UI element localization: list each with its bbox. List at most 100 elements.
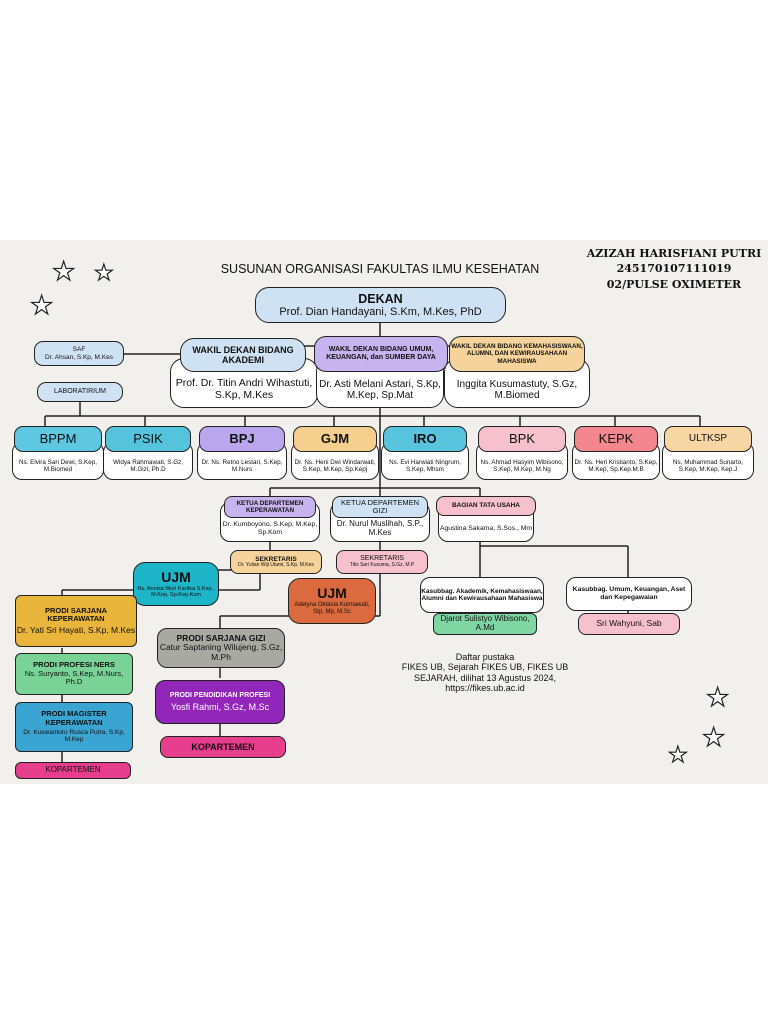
prodi-profesi-gizi-box: PRODI PENDIDIKAN PROFESI Yosfi Rahmi, S.… xyxy=(155,680,285,724)
prodi-profesi-ners-label: PRODI PROFESI NERS xyxy=(33,660,115,670)
author-id: 245170107111019 xyxy=(616,262,732,276)
wakil-3-label: WAKIL DEKAN BIDANG KEMAHASISWAAN, ALUMNI… xyxy=(451,343,583,365)
unit-name: Ns. Evi Harwiati Ningrum, S.Kep, Mhsm xyxy=(389,458,461,473)
ujm-1-box: UJM Ns. Annisa Wuri Kartika S.Kep., M.Ke… xyxy=(133,562,219,606)
dept-gizi-name: Dr. Nurul Muslihah, S.P., M.Kes xyxy=(336,519,424,537)
page-title: SUSUNAN ORGANISASI FAKULTAS ILMU KESEHAT… xyxy=(220,262,540,276)
unit-label-box: BPK xyxy=(478,426,566,452)
star-icon: ★ xyxy=(701,722,726,752)
saf-label: SAF xyxy=(72,346,86,354)
wakil-1-label: WAKIL DEKAN BIDANG AKADEMI xyxy=(192,344,294,365)
unit-name: Dr. Ns. Heri Kristianto, S.Kep, M.Kep, S… xyxy=(574,458,658,473)
unit-label-box: BPJ xyxy=(199,426,285,452)
kasubbag-1-name-box: Djarot Sulistyo Wibisono, A.Md xyxy=(433,613,537,635)
kasubbag-2-name: Sri Wahyuni, Sab xyxy=(596,618,662,629)
unit-label: BPK xyxy=(508,430,535,446)
references-line-1: FIKES UB, Sejarah FIKES UB, FIKES UB xyxy=(401,662,569,673)
references-heading: Daftar pustaka xyxy=(455,652,515,662)
kopartemen-2-label: KOPARTEMEN xyxy=(191,741,255,752)
unit-label: KEPK xyxy=(598,430,634,446)
prodi-magister-kep-label: PRODI MAGISTER KEPERAWATAN xyxy=(41,709,107,727)
sekretaris-1-name: Dr. Yulian Wiji Utami, S.Kp, M.Kes xyxy=(238,561,314,568)
saf-box: SAF Dr. Ahsan, S.Kp, M.Kes xyxy=(34,341,124,366)
prodi-sarjana-kep-box: PRODI SARJANA KEPERAWATAN Dr. Yati Sri H… xyxy=(15,595,137,647)
prodi-sarjana-gizi-label: PRODI SARJANA GIZI xyxy=(176,632,266,643)
dept-keperawatan-label: KETUA DEPARTEMEN KEPERAWATAN xyxy=(236,499,304,514)
references-block: Daftar pustaka FIKES UB, Sejarah FIKES U… xyxy=(380,652,590,693)
star-icon: ★ xyxy=(667,742,688,767)
unit-label: BPJ xyxy=(229,430,255,446)
kasubbag-1-name: Djarot Sulistyo Wibisono, A.Md xyxy=(440,614,530,632)
kasubbag-1-box: Kasubbag. Akademik, Kemahasiswaan, Alumn… xyxy=(420,577,544,613)
prodi-profesi-ners-box: PRODI PROFESI NERS Ns. Suryanto, S.Kep, … xyxy=(15,653,133,695)
kasubbag-2-box: Kasubbag. Umum, Keuangan, Aset dan Kepeg… xyxy=(566,577,692,611)
dept-keperawatan-label-box: KETUA DEPARTEMEN KEPERAWATAN xyxy=(224,496,316,518)
prodi-profesi-gizi-name: Yosfi Rahmi, S.Gz, M.Sc xyxy=(170,702,270,713)
unit-name: Ns. Muhammad Sunarto, S.Kep, M.Kep, Kep.… xyxy=(673,458,743,473)
saf-name: Dr. Ahsan, S.Kp, M.Kes xyxy=(45,353,113,361)
star-icon: ★ xyxy=(705,682,730,712)
unit-label: GJM xyxy=(320,430,350,446)
prodi-magister-kep-box: PRODI MAGISTER KEPERAWATAN Dr. Kuswantor… xyxy=(15,702,133,752)
wakil-2-label-box: WAKIL DEKAN BIDANG UMUM, KEUANGAN, dan S… xyxy=(314,336,448,372)
laboratorium-label: LABORATIRIUM xyxy=(54,388,106,396)
prodi-profesi-ners-name: Ns. Suryanto, S.Kep, M.Nurs, Ph.D xyxy=(24,668,124,687)
sekretaris-2-label: SEKRETARIS xyxy=(360,555,404,563)
unit-label-box: GJM xyxy=(293,426,377,452)
star-icon: ★ xyxy=(29,290,54,320)
unit-label-box: ULTKSP xyxy=(664,426,752,452)
sekretaris-1-box: SEKRETARIS Dr. Yulian Wiji Utami, S.Kp, … xyxy=(230,550,322,574)
unit-name: Dr. Ns. Retno Lestari, S.Kep, M.Nurs xyxy=(201,458,283,473)
laboratorium-box: LABORATIRIUM xyxy=(37,382,123,402)
unit-label-box: BPPM xyxy=(14,426,102,452)
dekan-label: DEKAN xyxy=(358,291,403,306)
references-line-2: SEJARAH, dilihat 13 Agustus 2024, xyxy=(413,672,557,683)
author-block: AZIZAH HARISFIANI PUTRI 245170107111019 … xyxy=(586,246,762,292)
tata-usaha-name: Agustina Sakama, S.Sos., Mm xyxy=(439,525,533,533)
ujm-1-label: UJM xyxy=(161,569,191,585)
ujm-2-box: UJM Adelyna Oktavia Kurniawati, Stp, Mp,… xyxy=(288,578,376,624)
star-icon: ★ xyxy=(93,260,114,285)
tata-usaha-label-box: BAGIAN TATA USAHA xyxy=(436,496,536,516)
wakil-2-label: WAKIL DEKAN BIDANG UMUM, KEUANGAN, dan S… xyxy=(326,346,436,361)
prodi-magister-kep-name: Dr. Kuswantoro Rusca Putra, S.Kp, M.Kep xyxy=(23,729,125,744)
dekan-name: Prof. Dian Handayani, S.Km, M.Kes, PhD xyxy=(279,305,482,318)
author-group: 02/PULSE OXIMETER xyxy=(606,277,742,291)
kopartemen-2-box: KOPARTEMEN xyxy=(160,736,286,758)
kopartemen-1-label: KOPARTEMEN xyxy=(45,765,101,775)
ujm-1-name: Ns. Annisa Wuri Kartika S.Kep., M.Kep, S… xyxy=(137,585,215,598)
kasubbag-2-label: Kasubbag. Umum, Keuangan, Aset dan Kepeg… xyxy=(572,586,686,601)
wakil-1-name: Prof. Dr. Titin Andri Wihastuti, S.Kp, M… xyxy=(175,377,313,401)
prodi-sarjana-gizi-name: Catur Saptaning Wilujeng, S.Gz, M.Ph xyxy=(159,642,283,662)
kasubbag-2-name-box: Sri Wahyuni, Sab xyxy=(578,613,680,635)
unit-label-box: PSIK xyxy=(105,426,191,452)
dept-gizi-label: KETUA DEPARTEMEN GIZI xyxy=(340,497,420,515)
dept-keperawatan-name: Dr. Kumboyono, S.Kep, M.Kep, Sp.Kom xyxy=(222,521,318,536)
wakil-3-label-box: WAKIL DEKAN BIDANG KEMAHASISWAAN, ALUMNI… xyxy=(449,336,585,372)
unit-name: Ns. Ahmad Hasyim Wibisono, S.Kep, M.Kep,… xyxy=(480,458,564,473)
sekretaris-1-label: SEKRETARIS xyxy=(255,555,297,563)
references-line-3: https://fikes.ub.ac.id xyxy=(445,683,525,694)
prodi-sarjana-kep-name: Dr. Yati Sri Hayati, S.Kp, M.Kes xyxy=(16,624,136,635)
sekretaris-2-name: Titis Sari Kusuma, S.Gz, M.P xyxy=(349,562,415,569)
tata-usaha-label: BAGIAN TATA USAHA xyxy=(451,502,520,510)
unit-label: ULTKSP xyxy=(688,433,728,445)
prodi-profesi-gizi-label: PRODI PENDIDIKAN PROFESI xyxy=(169,691,271,699)
prodi-sarjana-kep-label: PRODI SARJANA KEPERAWATAN xyxy=(44,605,108,624)
prodi-sarjana-gizi-box: PRODI SARJANA GIZI Catur Saptaning Wiluj… xyxy=(157,628,285,668)
wakil-3-name: Inggita Kusumastuty, S.Gz, M.Biomed xyxy=(456,378,578,401)
unit-name: Widya Rahmawati, S.Gz, M.Gizi, Ph.D xyxy=(113,458,183,473)
unit-label-box: KEPK xyxy=(574,426,658,452)
star-icon: ★ xyxy=(51,256,76,286)
unit-label: PSIK xyxy=(133,430,163,446)
wakil-2-name: Dr. Asti Melani Astari, S.Kp, M.Kep, Sp.… xyxy=(319,378,441,401)
dept-gizi-label-box: KETUA DEPARTEMEN GIZI xyxy=(332,496,428,518)
sekretaris-2-box: SEKRETARIS Titis Sari Kusuma, S.Gz, M.P xyxy=(336,550,428,574)
unit-label: IRO xyxy=(413,430,437,446)
unit-name: Dr. Ns. Heni Dwi Windarwati, S.Kep, M.Ke… xyxy=(294,458,376,473)
unit-label-box: IRO xyxy=(383,426,467,452)
unit-name: Ns. Elvira Sari Dewi, S.Kep, M.Biomed xyxy=(18,458,98,473)
org-chart-sheet: ★ ★ ★ ★ ★ ★ SUSUNAN ORGANISASI FAKULTAS … xyxy=(0,240,768,784)
dekan-box: DEKAN Prof. Dian Handayani, S.Km, M.Kes,… xyxy=(255,287,506,323)
author-name: AZIZAH HARISFIANI PUTRI xyxy=(586,247,762,260)
